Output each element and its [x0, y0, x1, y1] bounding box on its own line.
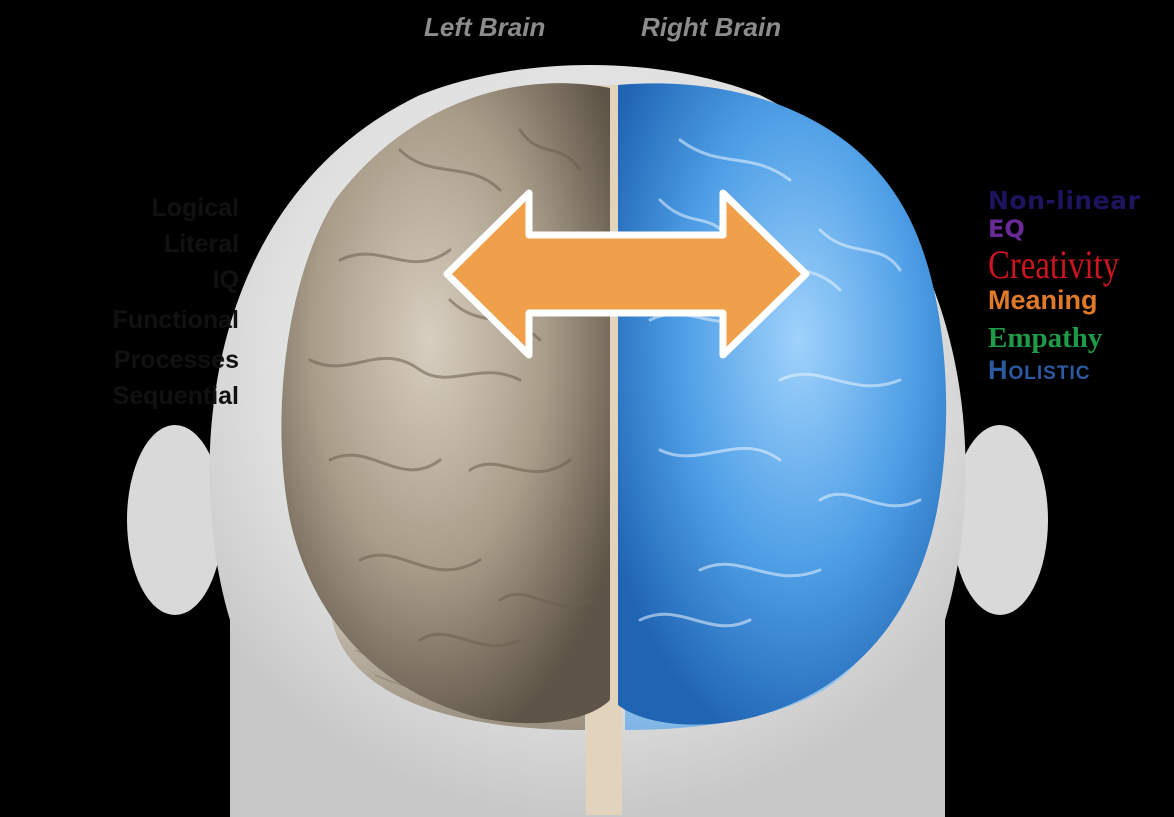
trait-non-linear: Non-linear	[988, 188, 1148, 213]
trait-holistic: Holistic	[988, 357, 1148, 384]
trait-logical: Logical	[113, 190, 239, 226]
trait-literal: Literal	[113, 226, 239, 262]
trait-sequential: Sequential	[113, 378, 239, 414]
left-brain-label: Left Brain	[424, 12, 545, 43]
right-brain-label: Right Brain	[641, 12, 781, 43]
trait-meaning: Meaning	[988, 287, 1148, 314]
trait-processes: Processes	[113, 342, 239, 378]
trait-functional: Functional	[113, 302, 239, 338]
trait-creativity: Creativity	[988, 245, 1119, 285]
left-traits-list: Logical Literal IQ Functional Processes …	[113, 190, 239, 414]
right-traits-list: Non-linear EQ Creativity Meaning Empathy…	[988, 188, 1148, 384]
trait-iq: IQ	[113, 262, 239, 298]
trait-eq: EQ	[988, 217, 1148, 241]
trait-empathy: Empathy	[988, 324, 1148, 353]
